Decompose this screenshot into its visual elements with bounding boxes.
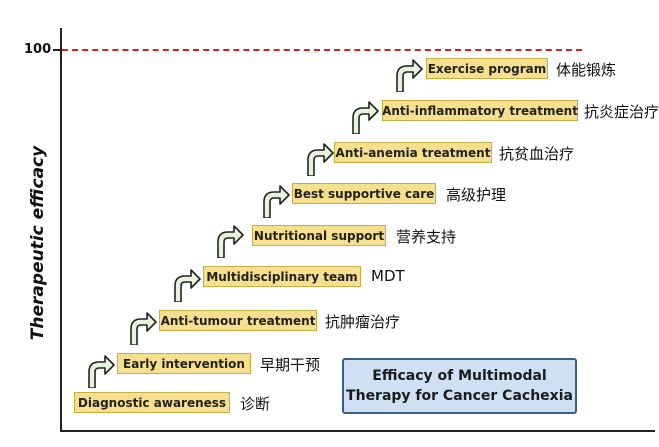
step-diagnostic-awareness-cn: 诊断 <box>240 395 271 413</box>
x-axis-line <box>60 430 655 432</box>
arrow-icon <box>352 101 379 134</box>
step-anti-anemia-treatment-cn: 抗贫血治疗 <box>499 145 575 163</box>
arrow-icon <box>263 185 290 218</box>
step-exercise-program: Exercise program <box>426 58 548 79</box>
step-best-supportive-care-cn: 高级护理 <box>446 186 507 204</box>
arrow-icon <box>88 355 115 388</box>
step-anti-inflammatory-treatment: Anti-inflammatory treatment <box>382 100 578 121</box>
step-early-intervention: Early intervention <box>117 353 251 374</box>
caption-line-2: Therapy for Cancer Cachexia <box>346 388 573 404</box>
step-early-intervention-cn: 早期干预 <box>260 356 321 374</box>
step-nutritional-support: Nutritional support <box>252 225 386 246</box>
step-anti-tumour-treatment: Anti-tumour treatment <box>159 310 317 331</box>
y-axis-label: Therapeutic efficacy <box>28 145 48 341</box>
step-exercise-program-cn: 体能锻炼 <box>556 61 617 79</box>
arrow-icon <box>217 225 244 258</box>
arrow-icon <box>307 143 334 176</box>
y-axis-line <box>60 28 62 432</box>
y-tick-mark <box>53 49 61 51</box>
step-diagnostic-awareness: Diagnostic awareness <box>74 392 230 413</box>
y-tick-100: 100 <box>24 42 52 57</box>
step-nutritional-support-cn: 营养支持 <box>396 228 457 246</box>
arrow-icon <box>396 59 423 92</box>
step-multidisciplinary-team-cn: MDT <box>371 267 405 285</box>
caption-box: Efficacy of Multimodal Therapy for Cance… <box>342 358 577 414</box>
arrow-icon <box>174 269 201 302</box>
caption-line-1: Efficacy of Multimodal <box>372 368 547 384</box>
step-multidisciplinary-team: Multidisciplinary team <box>203 266 361 287</box>
step-anti-tumour-treatment-cn: 抗肿瘤治疗 <box>325 313 401 331</box>
step-best-supportive-care: Best supportive care <box>292 183 436 204</box>
step-anti-inflammatory-treatment-cn: 抗炎症治疗 <box>584 103 659 121</box>
arrow-icon <box>130 312 157 345</box>
step-anti-anemia-treatment: Anti-anemia treatment <box>334 142 492 163</box>
reference-line-100 <box>62 49 582 51</box>
